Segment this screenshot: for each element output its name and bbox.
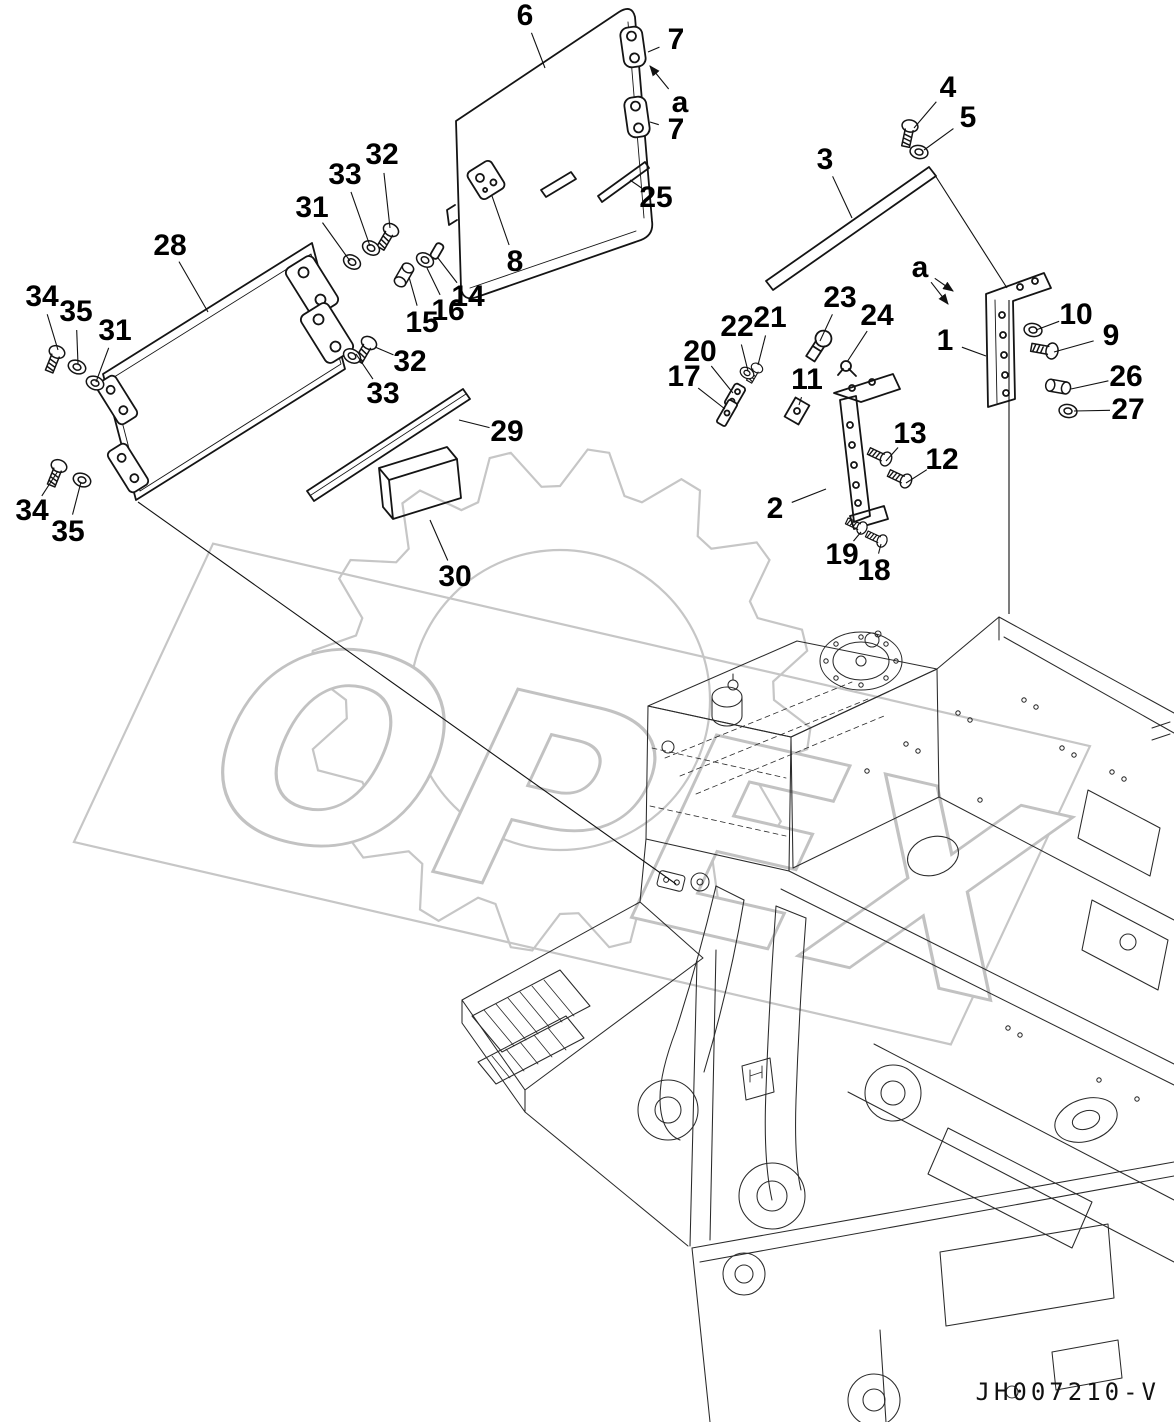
pad-30 [378,446,462,520]
leader-line [934,277,954,292]
washer-33 [359,237,383,259]
leader-line [1070,380,1109,390]
leader-line [930,281,949,305]
leader-line [374,346,394,356]
bracket-17 [716,399,738,427]
leader-line [350,191,371,247]
trim-strip-29 [306,388,471,502]
bolt-4 [897,117,920,149]
cover-panel-6 [446,8,654,300]
bolt-12 [885,465,915,491]
leader-line [355,353,374,380]
leader-line [437,257,458,284]
leader-line [905,469,928,484]
washer-31 [340,251,364,273]
watermark-text: OPEX [151,582,1109,1062]
leader-line [740,344,749,372]
leader-line [71,481,82,515]
bracket-1 [985,272,1052,408]
leader-line [1073,409,1111,412]
clip-24 [837,360,857,377]
leader-line [697,387,726,410]
leader-line [832,176,853,219]
leader-line [41,470,59,497]
filler-cap [819,631,903,691]
assembly-lines [137,171,1010,885]
gear-watermark-icon [308,448,812,952]
leader-line [491,195,510,246]
strip-25 [597,161,650,203]
leader-line [458,419,490,429]
machine-frame [461,616,1174,1422]
leader-line [877,543,882,554]
leader-line [757,335,767,366]
leader-line [629,179,642,189]
leader-line [95,347,110,383]
leader-line [530,32,546,69]
leader-line [647,46,660,53]
watermark-border [72,542,1092,1046]
leader-line [1035,320,1060,331]
leader-line [426,267,441,296]
leader-line [649,65,670,90]
latch-8 [466,160,506,200]
washer-5 [908,143,930,161]
washer-35b [70,469,94,491]
washer-35 [65,356,89,378]
leader-line [429,519,449,561]
gear-inner-circle [408,548,712,852]
hinge-7-bottom [623,95,651,139]
callout-leaders [41,32,1111,561]
leader-line [649,121,659,126]
boom-mount [637,885,807,1230]
exploded-parts [95,8,1052,530]
leader-line [1053,340,1094,353]
leader-line [46,314,59,351]
plate-3 [765,166,937,291]
hinge-7-top [619,25,647,69]
leader-line [322,222,351,262]
fasteners [40,117,1079,550]
spacer-15 [391,260,417,290]
leader-line [819,314,833,342]
leader-line [710,365,734,394]
side-panel-28 [95,242,355,501]
leader-line [791,488,827,503]
leader-line [178,261,209,313]
bolt-34 [40,342,68,376]
drawing-number: JH007210-V [976,1378,1161,1406]
leader-line [846,330,868,363]
plug-26 [1044,377,1073,396]
leader-line [383,172,391,229]
opex-watermark: OPEX [72,448,1111,1064]
washer-10 [1022,321,1044,339]
leader-line [885,447,899,462]
bolt-18 [863,527,890,550]
leader-line [76,329,79,365]
plate-11 [783,396,811,426]
leader-line [923,128,954,151]
leader-line [913,101,937,129]
leader-line [798,396,803,406]
clip-14 [429,242,445,260]
leader-line [853,531,862,542]
pin-23 [805,329,833,363]
bolt-9 [1029,338,1061,361]
leader-line [408,276,418,306]
leader-line [961,346,987,357]
bracket-2 [833,373,901,530]
